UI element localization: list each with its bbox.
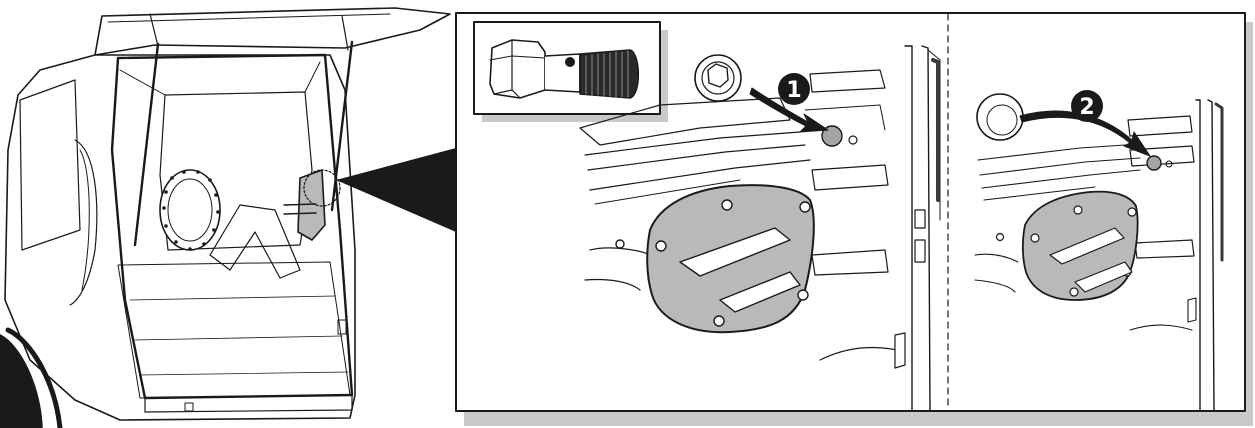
- tool-inset: [474, 22, 668, 122]
- step-2-number: 2: [1079, 95, 1094, 120]
- cap-icon: [977, 94, 1023, 140]
- rubber-plug-icon: [695, 55, 741, 101]
- step-2-marker: 2: [1071, 90, 1103, 122]
- zoom-cone: [336, 148, 456, 232]
- van-rear-overview: [0, 8, 450, 428]
- step-1-number: 1: [786, 78, 801, 103]
- step-1-marker: 1: [778, 73, 810, 105]
